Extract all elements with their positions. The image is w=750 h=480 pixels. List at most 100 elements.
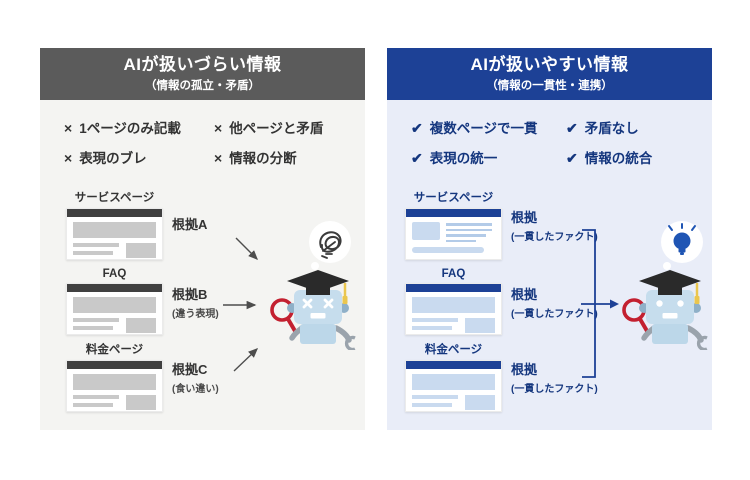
bullet-list-difficult: × 1ページのみ記載 ×他ページと矛盾 ×表現のブレ ×情報の分断: [40, 100, 365, 167]
evidence-label: 根拠: [511, 361, 538, 377]
bullet-item: ✔表現の統一: [411, 147, 566, 167]
browser-bar: [67, 284, 162, 292]
thumbnail-content: [67, 217, 162, 258]
page-card: サービスページ: [66, 189, 163, 260]
text-line: [446, 228, 492, 231]
text-line: [446, 223, 492, 226]
text-line: [73, 251, 113, 255]
bullet-item: ×表現のブレ: [64, 147, 214, 167]
bullet-text: 表現のブレ: [79, 151, 147, 166]
bullet-item: ✔ 矛盾なし: [566, 117, 712, 137]
bullet-text: 矛盾なし: [584, 121, 639, 136]
text-line: [73, 326, 113, 330]
text-line: [446, 239, 476, 242]
robot-dot-eyes: [656, 300, 684, 307]
evidence-note: (一貫したファクト): [511, 308, 598, 320]
page-card-row-service: サービスページ 根拠A: [66, 189, 207, 260]
thumbnail-content: [406, 217, 501, 253]
webpage-thumbnail: [66, 360, 163, 412]
panel-ai-difficult: AIが扱いづらい情報 （情報の孤立・矛盾） × 1ページのみ記載 ×他ページと矛盾…: [40, 48, 365, 430]
check-mark-icon: ✔: [566, 120, 578, 136]
panel-header-easy: AIが扱いやすい情報 （情報の一貫性・連携）: [387, 48, 712, 100]
evidence-annotation: 根拠B (違う表現): [172, 284, 219, 320]
page-card: FAQ: [66, 268, 163, 335]
page-card-label: FAQ: [441, 268, 466, 280]
thumbnail-content: [67, 292, 162, 333]
panel-title: AIが扱いづらい情報: [123, 54, 282, 74]
evidence-annotation: 根拠A: [172, 214, 207, 235]
thought-bubble: [309, 221, 351, 270]
evidence-label: 根拠A: [172, 217, 208, 232]
page-card-row-pricing: 料金ページ 根拠 (一貫したファクト): [405, 341, 598, 412]
thought-bubble: [661, 221, 703, 270]
content-pill: [412, 247, 484, 253]
robot-gripper: [696, 335, 708, 350]
content-block: [73, 374, 156, 390]
cross-mark-icon: ×: [64, 120, 73, 136]
bullet-item: × 1ページのみ記載: [64, 117, 214, 137]
evidence-label: 根拠B: [172, 286, 208, 302]
robot-body: [287, 290, 356, 350]
webpage-thumbnail: [405, 360, 502, 412]
robot-x-eyes: [302, 298, 334, 309]
webpage-thumbnail: [66, 283, 163, 335]
content-block: [465, 395, 495, 410]
webpage-thumbnail: [405, 283, 502, 335]
content-block: [126, 243, 156, 258]
check-mark-icon: ✔: [411, 120, 423, 136]
graduation-cap-icon: [287, 270, 349, 304]
bullet-list-easy: ✔ 複数ページで一貫 ✔ 矛盾なし ✔表現の統一 ✔ 情報の統合: [387, 100, 712, 167]
browser-bar: [67, 209, 162, 217]
check-mark-icon: ✔: [411, 150, 423, 166]
page-card: FAQ: [405, 268, 502, 335]
content-block: [73, 297, 156, 313]
evidence-label: 根拠: [511, 286, 538, 302]
page-card-row-faq: FAQ 根拠B (違う表現): [66, 268, 219, 335]
content-block: [73, 222, 156, 238]
check-mark-icon: ✔: [566, 150, 578, 166]
happy-robot-icon: [622, 221, 708, 350]
evidence-annotation: 根拠 (一貫したファクト): [511, 207, 598, 243]
bullet-item: ×他ページと矛盾: [214, 117, 365, 137]
thumbnail-content: [406, 292, 501, 333]
bullet-text: 情報の統合: [584, 151, 653, 166]
confused-robot-icon: [270, 221, 356, 350]
page-card: 料金ページ: [405, 341, 502, 412]
panel-header-difficult: AIが扱いづらい情報 （情報の孤立・矛盾）: [40, 48, 365, 100]
browser-bar: [67, 361, 162, 369]
thumbnail-content: [67, 369, 162, 410]
browser-bar: [406, 284, 501, 292]
page-card-label: サービスページ: [413, 192, 494, 204]
content-block: [126, 318, 156, 333]
page-card-row-pricing: 料金ページ 根拠C (食い違い): [66, 341, 219, 412]
text-line: [73, 243, 119, 247]
content-block: [412, 222, 440, 240]
browser-bar: [406, 209, 501, 217]
text-line: [412, 326, 452, 330]
evidence-note: (食い違い): [172, 383, 219, 395]
robot-mouth: [310, 313, 326, 319]
cap-tassel: [342, 296, 348, 304]
robot-mouth: [662, 313, 678, 319]
panel-subtitle: （情報の孤立・矛盾）: [145, 80, 260, 93]
evidence-note: (違う表現): [172, 308, 219, 320]
webpage-thumbnail: [66, 208, 163, 260]
lightbulb-icon: [668, 223, 696, 255]
page-card-row-faq: FAQ 根拠 (一貫したファクト): [405, 268, 598, 335]
bullet-text: 1ページのみ記載: [79, 121, 181, 136]
text-line: [73, 318, 119, 322]
bullet-text: 他ページと矛盾: [229, 121, 324, 136]
evidence-label: 根拠C: [172, 361, 208, 377]
bullet-text: 複数ページで一貫: [429, 121, 538, 136]
text-line: [73, 395, 119, 399]
robot-body: [639, 290, 708, 350]
content-block: [126, 395, 156, 410]
evidence-note: (一貫したファクト): [511, 231, 598, 243]
bullet-item: ×情報の分断: [214, 147, 365, 167]
graduation-cap-icon: [639, 270, 701, 304]
evidence-note: (一貫したファクト): [511, 383, 598, 395]
page-card-label: 料金ページ: [424, 344, 483, 356]
content-block: [465, 318, 495, 333]
bullet-text: 情報の分断: [229, 151, 297, 166]
